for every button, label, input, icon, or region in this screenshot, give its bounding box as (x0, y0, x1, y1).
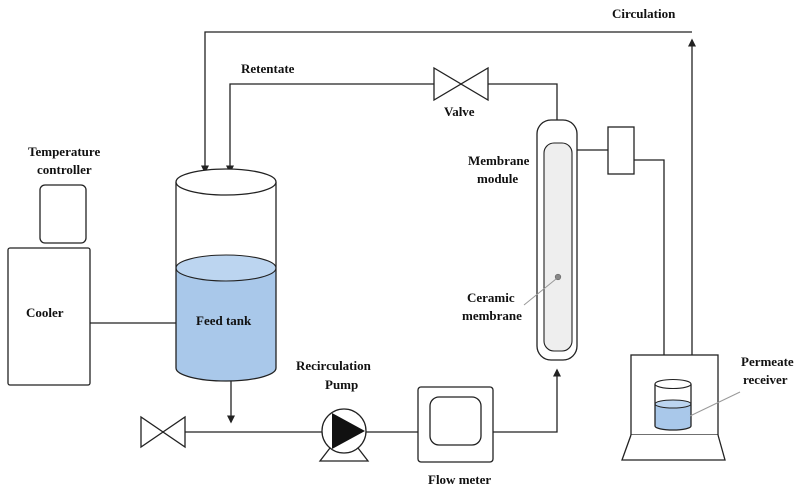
retentate-line-2 (226, 83, 434, 174)
label-recirculation-pump-line1: Recirculation (296, 358, 372, 373)
membrane-module (536, 119, 578, 361)
permeate-line (634, 159, 668, 392)
flow-meter-to-module-line (493, 368, 561, 433)
label-membrane-module-line1: Membrane (468, 153, 530, 168)
ceramic-membrane-pointer (523, 278, 557, 306)
retentate-line (488, 83, 558, 120)
label-retentate: Retentate (241, 61, 295, 76)
circulation-return-line (201, 31, 692, 174)
permeate-liquid-surface (654, 399, 692, 409)
permeate-receiver (621, 354, 726, 461)
feed-tank-top (175, 168, 277, 196)
permeate-liquid (655, 404, 691, 430)
label-flow-meter: Flow meter (428, 472, 491, 487)
feed-tank (175, 168, 277, 382)
label-permeate-receiver-line2: receiver (743, 372, 788, 387)
temperature-controller (39, 184, 87, 244)
permeate-receiver-pointer (689, 391, 741, 417)
label-ceramic-membrane-line2: membrane (462, 308, 522, 323)
drain-valve[interactable] (140, 415, 186, 449)
label-valve: Valve (444, 104, 475, 119)
label-temperature-controller-line2: controller (37, 162, 92, 177)
ceramic-membrane-tube (543, 142, 573, 352)
label-membrane-module-line2: module (477, 171, 518, 186)
cooler-box (7, 247, 91, 386)
label-feed-tank: Feed tank (196, 313, 252, 328)
label-permeate-receiver-line1: Permeate (741, 354, 794, 369)
ceramic-membrane-dot (554, 273, 562, 281)
feed-tank-liquid (176, 268, 276, 381)
pressure-sensor-box (607, 126, 635, 175)
feed-tank-liquid-surface (175, 254, 277, 282)
recirculation-pump[interactable] (318, 408, 370, 462)
label-cooler: Cooler (26, 305, 64, 320)
label-circulation: Circulation (612, 6, 676, 21)
label-recirculation-pump-line2: Pump (325, 377, 358, 392)
valve-top[interactable] (433, 66, 489, 102)
flow-meter (417, 386, 494, 463)
label-ceramic-membrane-line1: Ceramic (467, 290, 515, 305)
label-temperature-controller-line1: Temperature (28, 144, 100, 159)
